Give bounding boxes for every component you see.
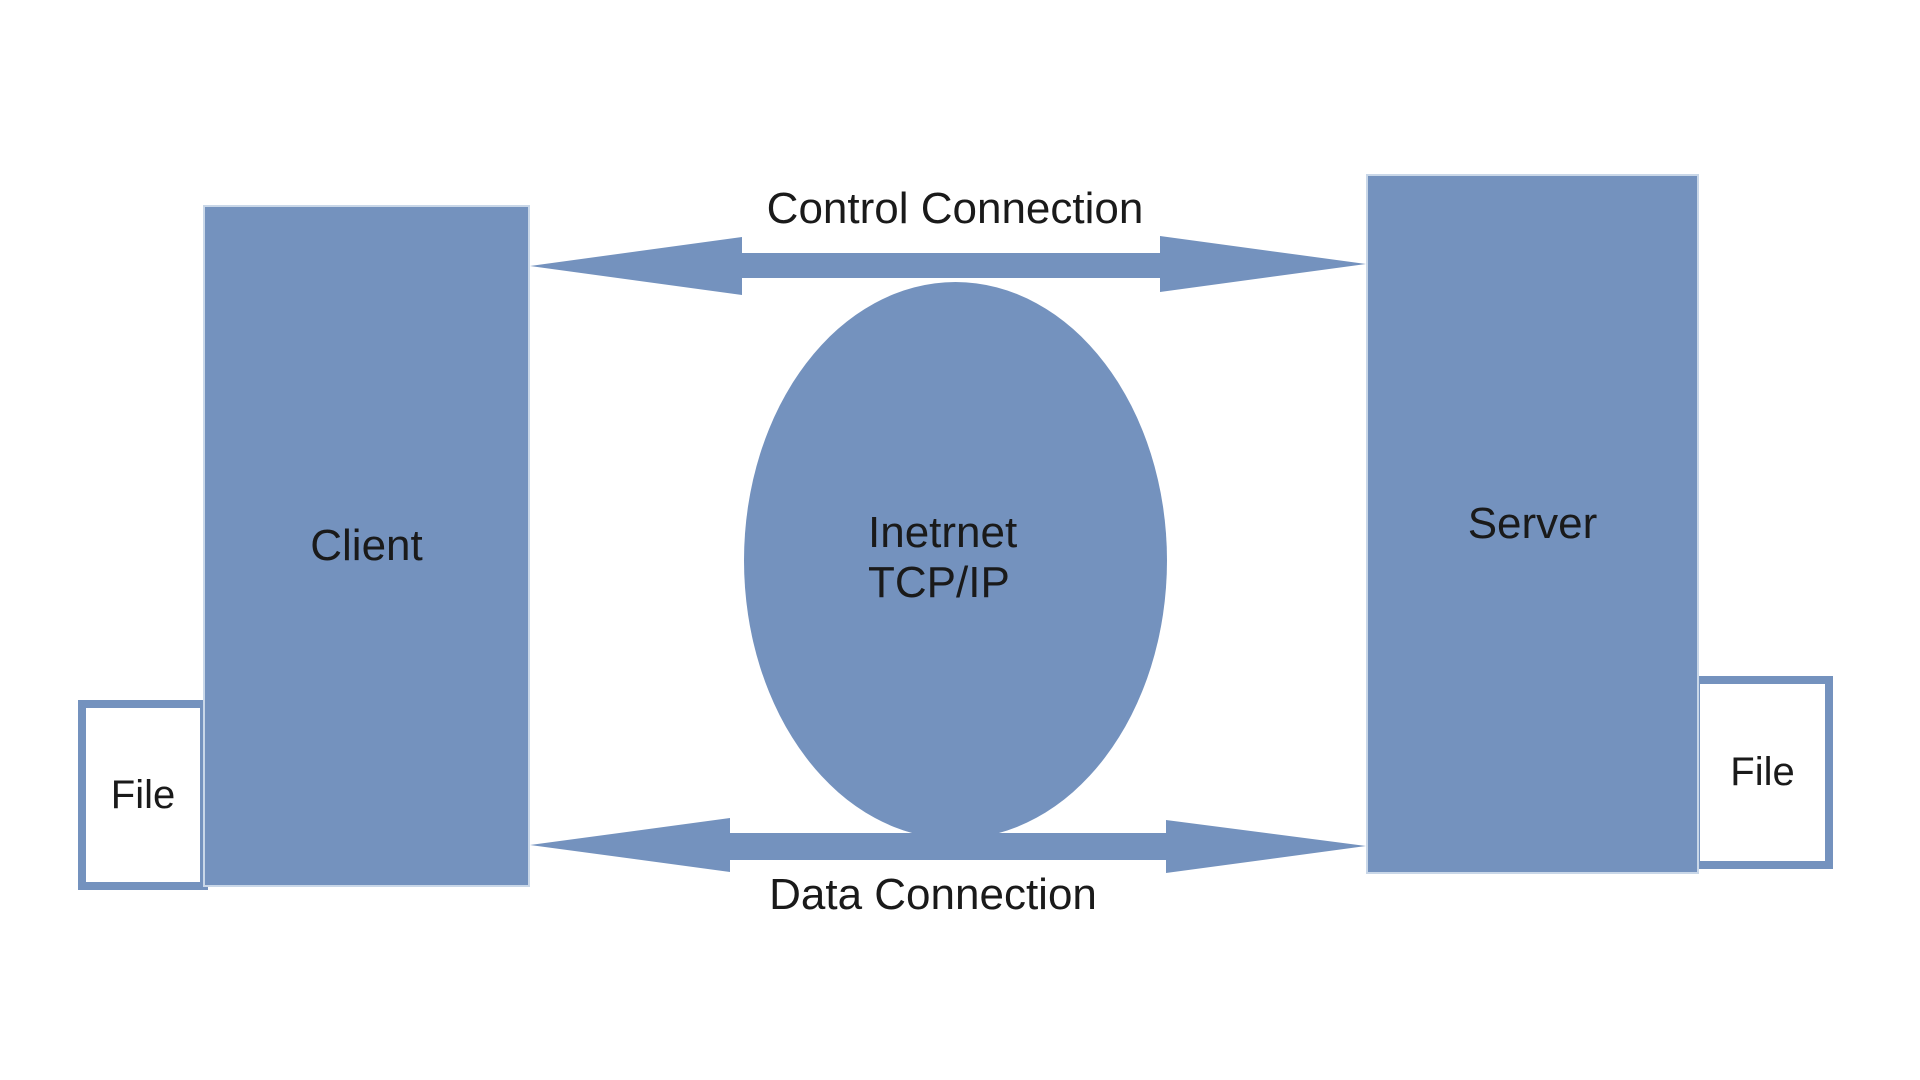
server-node: Server [1366,174,1699,874]
client-label: Client [310,521,423,570]
control-connection-label: Control Connection [766,184,1144,233]
data-connection-arrow [530,818,1366,873]
file-box-client: File [78,700,208,890]
server-label: Server [1467,499,1598,548]
file-box-server: File [1692,676,1833,869]
file-label-server: File [1730,750,1795,794]
file-label-client: File [110,772,176,817]
data-connection-label: Data Connection [769,870,1097,919]
internet-label: Inetrnet TCP/IP [868,508,1017,608]
client-node: Client [203,205,530,887]
internet-label-line1: Inetrnet [868,508,1018,557]
internet-label-line2: TCP/IP [868,558,1010,607]
internet-ellipse [744,282,1167,839]
control-connection-arrow [530,236,1366,295]
